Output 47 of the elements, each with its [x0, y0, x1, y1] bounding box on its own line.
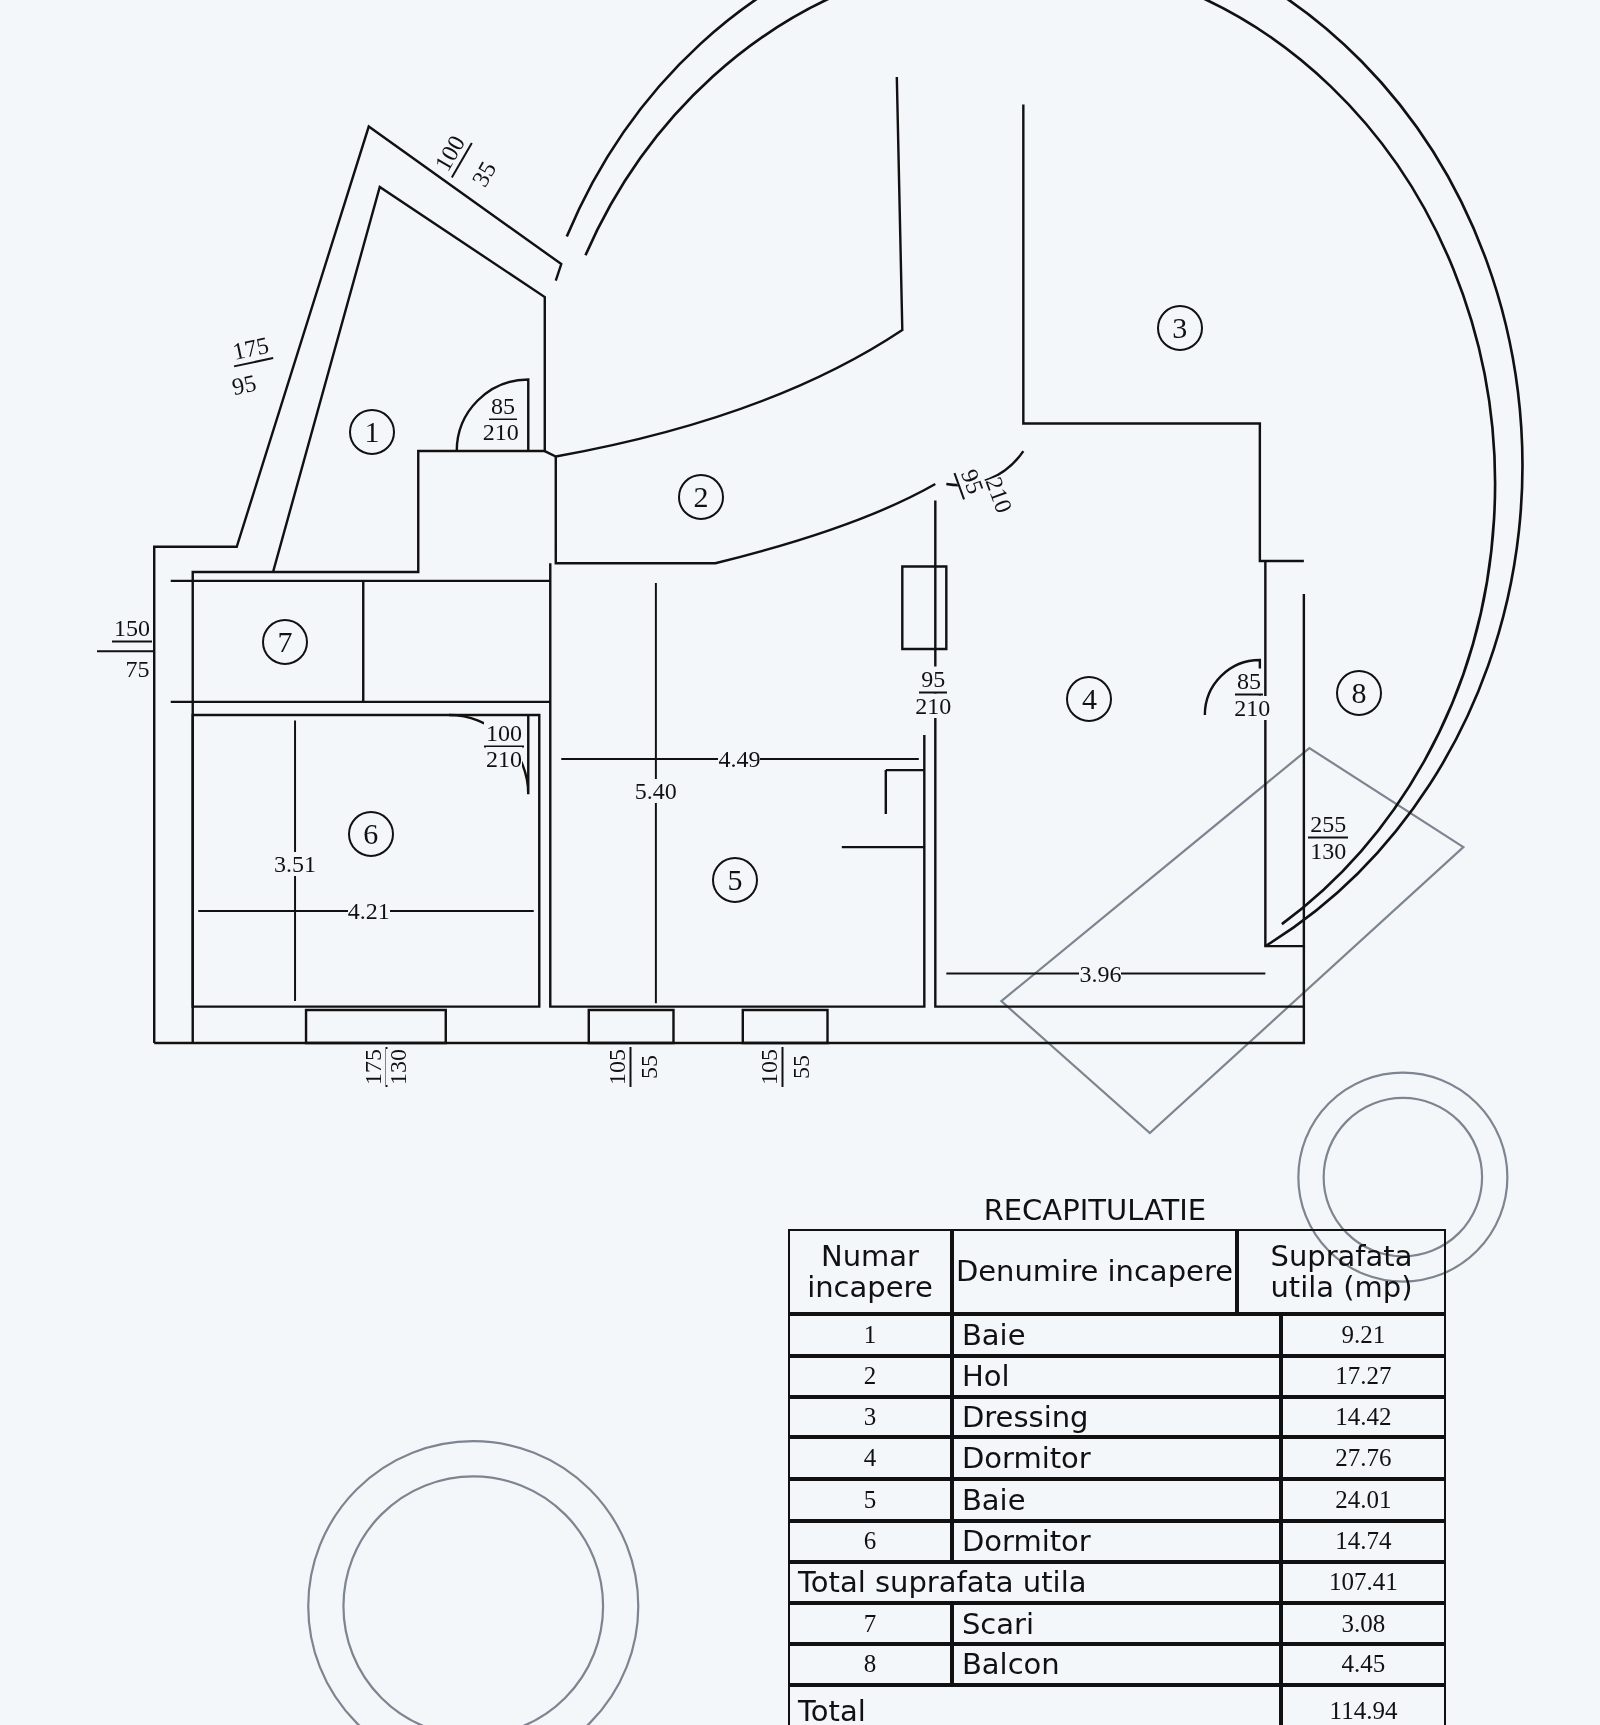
header-cell: Numar incapere — [788, 1229, 952, 1314]
opening-dimension: 210 — [1234, 695, 1271, 720]
table-cell: 17.27 — [1280, 1355, 1446, 1397]
room-number: 6 — [347, 811, 394, 858]
table-cell: Dormitor — [951, 1520, 1281, 1562]
opening-dimension: 85 — [1234, 668, 1263, 696]
table-cell: Scari — [951, 1603, 1281, 1645]
room-dimension: 3.51 — [273, 851, 316, 876]
table-cell: Balcon — [951, 1644, 1281, 1685]
table-cell: 9.21 — [1280, 1314, 1446, 1356]
table-cell: 7 — [788, 1603, 952, 1645]
room-number: 5 — [712, 857, 759, 904]
table-cell: 14.74 — [1280, 1520, 1446, 1562]
table-cell: 27.76 — [1280, 1437, 1446, 1480]
table-cell: Baie — [951, 1314, 1281, 1356]
opening-dimension: 100 — [484, 720, 524, 748]
table-cell: 14.42 — [1280, 1396, 1446, 1438]
table-cell: Dormitor — [951, 1437, 1281, 1480]
room-number: 3 — [1156, 304, 1203, 351]
table-cell: Hol — [951, 1355, 1281, 1397]
table-cell: 1 — [788, 1314, 952, 1356]
table-cell: 3.08 — [1280, 1603, 1446, 1645]
room-dimension: 5.40 — [634, 779, 677, 804]
table-cell: 107.41 — [1280, 1561, 1446, 1604]
room-number: 7 — [262, 618, 308, 665]
table-cell: 114.94 — [1280, 1684, 1446, 1725]
room-number: 2 — [677, 474, 724, 521]
table-cell: 24.01 — [1280, 1479, 1446, 1521]
header-cell: Suprafata utila (mp) — [1236, 1229, 1447, 1314]
table-cell: Dressing — [951, 1396, 1281, 1438]
table-cell: 2 — [788, 1355, 952, 1397]
room-number: 1 — [348, 409, 395, 456]
table-cell: 8 — [788, 1644, 952, 1685]
table-cell: Total suprafata utila — [788, 1561, 1281, 1604]
table-cell: 6 — [788, 1520, 952, 1562]
header-cell: Denumire incapere — [951, 1229, 1237, 1314]
opening-dimension: 210 — [915, 694, 952, 719]
room-number: 4 — [1066, 675, 1113, 722]
table-cell: 5 — [788, 1479, 952, 1521]
table-cell: 4.45 — [1280, 1644, 1446, 1685]
table-cell: Baie — [951, 1479, 1281, 1521]
opening-dimension: 95 — [919, 666, 948, 694]
table-cell: Total — [788, 1684, 1281, 1725]
table-title: RECAPITULATIE — [983, 1193, 1207, 1228]
table-cell: 3 — [788, 1396, 952, 1438]
table-cell: 4 — [788, 1437, 952, 1480]
room-number: 8 — [1336, 670, 1382, 717]
